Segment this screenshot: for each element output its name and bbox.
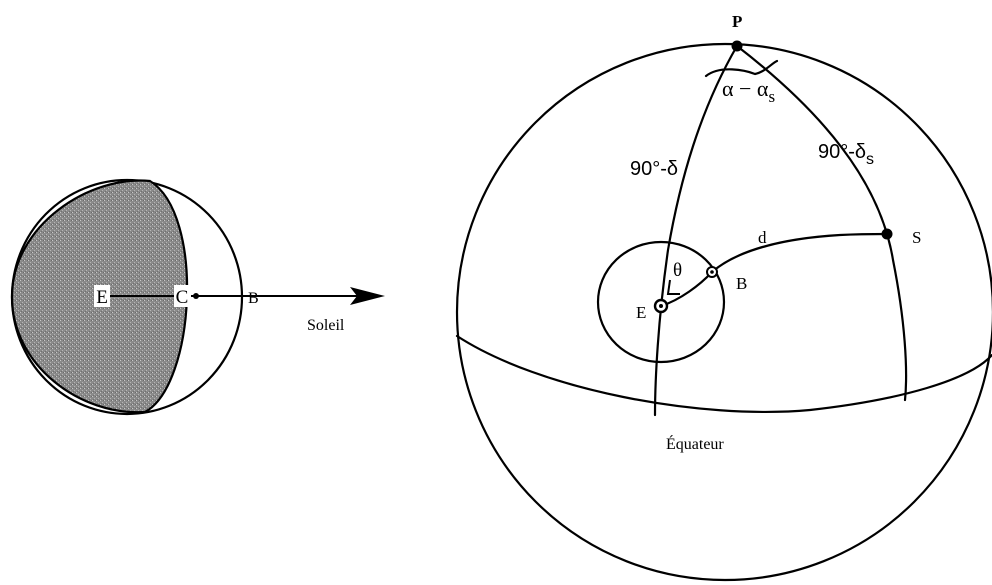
arc-B-S — [710, 232, 889, 274]
point-S — [881, 228, 893, 240]
pole-point-P — [731, 40, 743, 52]
meridian-star — [653, 44, 739, 417]
label-B-right: B — [736, 274, 747, 293]
label-S: S — [912, 228, 921, 247]
left-moon-diagram: E C B Soleil — [10, 178, 385, 416]
label-soleil: Soleil — [307, 317, 345, 334]
label-P: P — [732, 12, 742, 31]
star-small-circle — [596, 240, 726, 364]
sun-arrow-head — [350, 287, 385, 305]
point-B-inner — [710, 270, 714, 274]
label-E-left: E — [96, 287, 108, 308]
label-90-minus-delta-s: 90°-δs — [818, 141, 874, 168]
label-box-C — [174, 285, 191, 307]
label-d: d — [758, 228, 767, 247]
label-hour-angle: α − αs — [722, 76, 775, 106]
label-90-minus-delta-s-main: 90°-δ — [818, 141, 866, 163]
celestial-sphere-outline — [455, 42, 992, 582]
label-E-right: E — [636, 303, 646, 322]
label-equator: Équateur — [666, 434, 724, 453]
label-C-left: C — [176, 287, 189, 308]
label-90-minus-delta: 90°-δ — [630, 158, 678, 180]
label-hour-angle-sub: s — [768, 87, 775, 106]
equator-line — [455, 334, 992, 413]
theta-angle-mark — [666, 279, 680, 295]
point-E-inner — [659, 304, 663, 308]
label-90-minus-delta-s-sub: s — [866, 151, 874, 168]
hour-angle-arc — [704, 59, 779, 78]
label-theta: θ — [673, 260, 682, 281]
point-C-dot — [193, 293, 199, 299]
label-B-left: B — [248, 290, 259, 307]
label-box-E — [94, 285, 110, 307]
celestial-sphere-diagram: P α − αs 90°-δ 90°-δs d S θ B E Équateur — [455, 12, 992, 582]
label-hour-angle-main: α − α — [722, 76, 769, 101]
